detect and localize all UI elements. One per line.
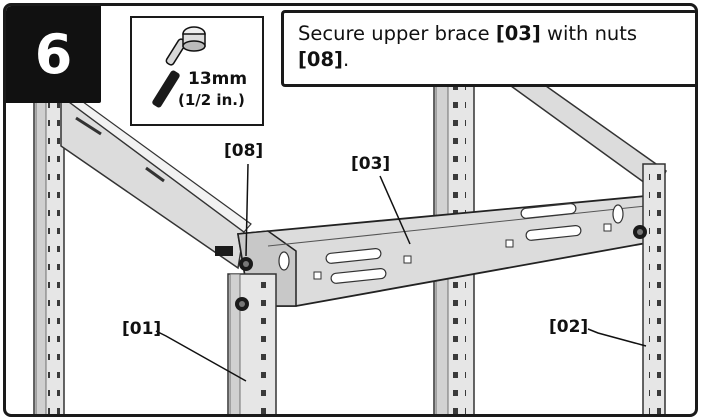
socket-wrench-icon (152, 26, 206, 108)
instruction-panel: 6 13mm (1/2 in.) Secure upper brace [03]… (3, 3, 698, 417)
tool-size-imperial: (1/2 in.) (178, 91, 245, 109)
callout-post-right: [02] (549, 317, 589, 337)
tool-callout: 13mm (1/2 in.) (130, 16, 264, 126)
nut-side (215, 246, 233, 256)
callout-nuts: [08] (224, 141, 264, 161)
brace-reference: [03] (495, 22, 541, 45)
leader-line-nuts (245, 163, 249, 257)
tool-size-metric: 13mm (188, 69, 248, 89)
instruction-part1: Secure upper brace (298, 22, 496, 45)
leader-line-post-left (155, 330, 247, 382)
rack-assembly-illustration (33, 65, 667, 414)
instruction-part3: . (342, 48, 350, 71)
front-right-post (642, 163, 666, 414)
callout-brace: [03] (351, 154, 391, 174)
nut-bottom-left (235, 297, 249, 311)
leader-line-brace (379, 175, 411, 245)
step-number: 6 (6, 6, 101, 103)
nut-reference: [08] (298, 48, 343, 71)
instruction-part2: with nuts (540, 22, 638, 45)
callout-post-left: [01] (122, 319, 162, 339)
back-left-post (33, 65, 65, 414)
nut-top-left (239, 257, 253, 271)
front-left-post (227, 273, 277, 414)
leader-line-post-right (587, 328, 647, 347)
instruction-text: Secure upper brace [03] with nuts [08]. (281, 10, 695, 87)
nut-right (633, 225, 647, 239)
